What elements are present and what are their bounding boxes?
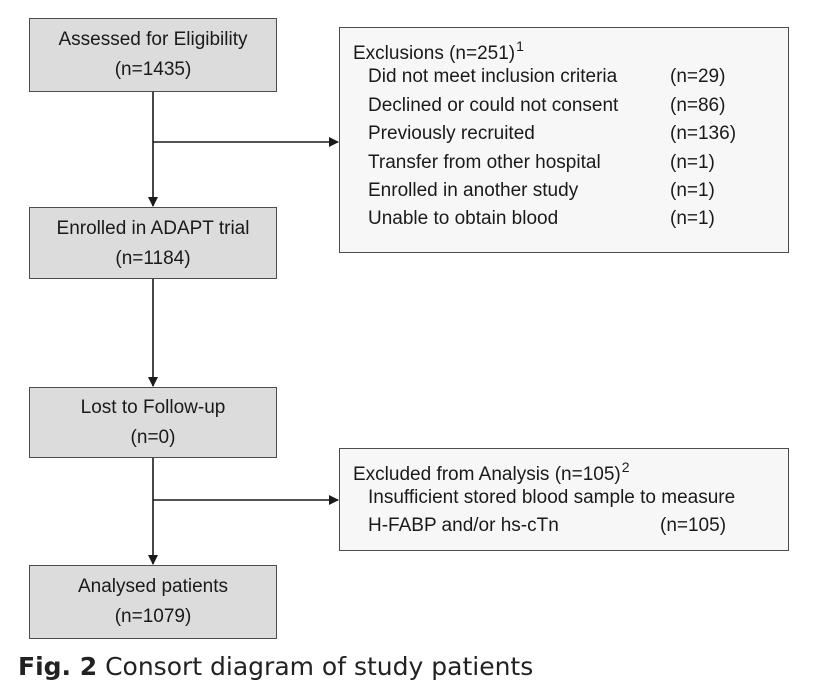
exclusion-row: Did not meet inclusion criteria (n=29) <box>368 66 788 95</box>
analysed-count: (n=1079) <box>114 606 192 627</box>
exclusion-count: (n=86) <box>670 95 726 116</box>
exclusion-label: Enrolled in another study <box>368 180 579 201</box>
exclusion-label: Did not meet inclusion criteria <box>368 66 618 87</box>
exclusion-row: Transfer from other hospital (n=1) <box>368 152 788 181</box>
enrolled-label: Enrolled in ADAPT trial <box>56 218 250 239</box>
enrolled-box: Enrolled in ADAPT trial (n=1184) <box>29 207 277 279</box>
excluded-analysis-title: Excluded from Analysis (n=105)2 <box>353 459 630 486</box>
exclusion-count: (n=1) <box>670 208 715 229</box>
assessed-label: Assessed for Eligibility <box>58 29 248 50</box>
lost-box: Lost to Follow-up (n=0) <box>29 387 277 458</box>
exclusion-row: Previously recruited (n=136) <box>368 123 788 152</box>
enrolled-count: (n=1184) <box>115 248 191 269</box>
exclusion-label: Declined or could not consent <box>368 95 619 116</box>
exclusion-count: (n=1) <box>670 152 715 173</box>
exclusions-footnote: 1 <box>516 38 524 54</box>
exclusion-row: Declined or could not consent (n=86) <box>368 95 788 124</box>
figure-caption-text: Consort diagram of study patients <box>97 652 534 681</box>
lost-label: Lost to Follow-up <box>80 397 226 418</box>
exclusion-count: (n=136) <box>670 123 737 144</box>
exclusion-label: Previously recruited <box>368 123 535 144</box>
exclusions-title: Exclusions (n=251)1 <box>353 38 524 65</box>
assessed-count: (n=1435) <box>114 59 192 80</box>
analysed-box: Analysed patients (n=1079) <box>29 565 277 639</box>
exclusions-title-text: Exclusions (n=251) <box>353 43 516 64</box>
excluded-analysis-line1: Insufficient stored blood sample to meas… <box>368 487 736 508</box>
exclusion-count: (n=1) <box>670 180 715 201</box>
exclusion-row: Enrolled in another study (n=1) <box>368 180 788 209</box>
exclusion-count: (n=29) <box>670 66 726 87</box>
exclusion-label: Transfer from other hospital <box>368 152 601 173</box>
exclusion-row: Unable to obtain blood (n=1) <box>368 208 788 237</box>
exclusion-label: Unable to obtain blood <box>368 208 559 229</box>
exclusions-box: Exclusions (n=251)1 Did not meet inclusi… <box>339 27 789 253</box>
figure-caption: Fig. 2 Consort diagram of study patients <box>18 652 533 681</box>
excluded-analysis-count: (n=105) <box>660 515 727 536</box>
analysed-label: Analysed patients <box>78 576 228 597</box>
excluded-analysis-title-text: Excluded from Analysis (n=105) <box>353 464 621 485</box>
figure-number: Fig. 2 <box>18 652 98 681</box>
lost-count: (n=0) <box>130 427 176 448</box>
excluded-analysis-line2: H-FABP and/or hs-cTn <box>368 515 559 536</box>
excluded-analysis-footnote: 2 <box>621 459 630 475</box>
excluded-analysis-box: Excluded from Analysis (n=105)2 Insuffic… <box>339 448 789 551</box>
assessed-box: Assessed for Eligibility (n=1435) <box>29 18 277 92</box>
